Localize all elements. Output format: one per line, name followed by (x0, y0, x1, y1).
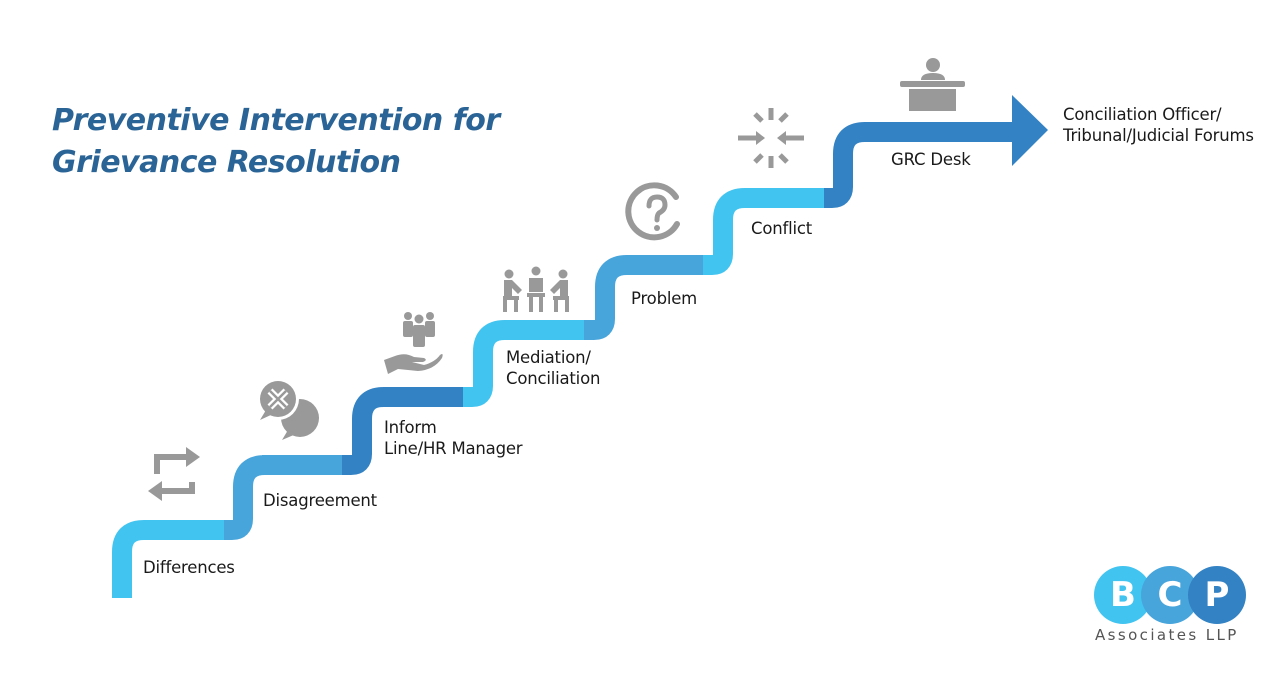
bcp-logo: B C P Associates LLP (1090, 566, 1250, 646)
final-stage-line-2: Tribunal/Judicial Forums (1063, 126, 1254, 145)
converging-arrow-right-head (777, 131, 786, 145)
swap-arrow-right-head (186, 447, 200, 467)
converging-arrow-left-head (756, 131, 765, 145)
step-label-disagreement: Disagreement (263, 491, 377, 510)
step-label-inform: Inform Line/HR Manager (384, 417, 523, 459)
meeting-people-icon (503, 266, 569, 312)
stair-transition-2 (342, 387, 385, 475)
stair-transition-4 (584, 255, 628, 340)
stair-segment-differences (112, 520, 225, 598)
diagram-title: Preventive Intervention for Grievance Re… (52, 100, 500, 184)
chat-disagree-icon (257, 378, 319, 440)
swap-arrow-left-head (148, 481, 162, 501)
step-label-differences: Differences (143, 558, 235, 577)
stair-transition-3 (463, 320, 506, 407)
title-line-1: Preventive Intervention for (52, 103, 500, 138)
step-label-inform-line-1: Inform (384, 418, 437, 437)
converging-arrows-icon (738, 108, 804, 168)
final-stage-line-1: Conciliation Officer/ (1063, 105, 1222, 124)
step-label-problem: Problem (631, 289, 698, 308)
final-stage-label: Conciliation Officer/ Tribunal/Judicial … (1063, 104, 1254, 146)
question-circle-icon (625, 182, 680, 241)
logo-letter-p: P (1188, 566, 1246, 624)
step-label-mediation: Mediation/ Conciliation (506, 347, 600, 389)
staircase-path (112, 122, 1016, 598)
step-label-mediation-line-1: Mediation/ (506, 348, 591, 367)
step-label-grc-desk: GRC Desk (891, 150, 971, 169)
team-in-hand-icon (384, 312, 443, 374)
step-label-inform-line-2: Line/HR Manager (384, 439, 523, 458)
step-label-conflict: Conflict (751, 219, 812, 238)
desk-officer-icon (900, 58, 965, 111)
arrow-head (1012, 95, 1048, 166)
stair-transition-5 (703, 188, 746, 275)
title-line-2: Grievance Resolution (52, 145, 401, 180)
step-label-mediation-line-2: Conciliation (506, 369, 601, 388)
swap-arrows-icon (154, 454, 195, 494)
logo-letter-b: B (1094, 566, 1152, 624)
stair-transition-6 (824, 122, 866, 208)
stair-transition-1 (224, 455, 266, 540)
logo-subtitle: Associates LLP (1095, 626, 1239, 644)
